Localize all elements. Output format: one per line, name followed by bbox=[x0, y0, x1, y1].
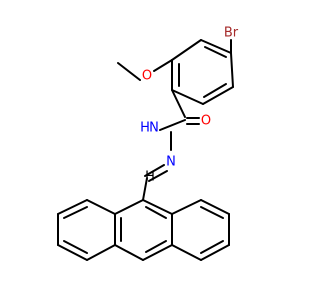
ring-bond bbox=[145, 240, 167, 253]
ring-bond bbox=[86, 199, 116, 215]
ring-bond bbox=[171, 89, 204, 105]
ring-bond bbox=[57, 244, 88, 261]
atom-label-br: Br bbox=[224, 26, 239, 41]
ring-bond bbox=[200, 39, 232, 54]
ring-bond bbox=[200, 240, 224, 254]
ring-bond bbox=[202, 86, 234, 105]
ring-bond bbox=[86, 244, 116, 261]
ring-bond bbox=[114, 244, 144, 261]
ring-bond bbox=[142, 244, 173, 261]
ring-bond bbox=[200, 244, 230, 261]
ch-anthracene-bond bbox=[142, 177, 148, 201]
ring-bond bbox=[203, 83, 227, 98]
c-o-bond bbox=[153, 59, 173, 72]
ring-bond bbox=[171, 244, 202, 261]
imine-double-bond bbox=[148, 170, 168, 182]
atom-label-o-carbonyl: O bbox=[201, 114, 211, 129]
ring-bond bbox=[171, 39, 202, 61]
atom-label-o-methoxy: O bbox=[142, 69, 152, 84]
ring-bond bbox=[204, 46, 227, 58]
ring-bond bbox=[145, 206, 167, 219]
ring-bond bbox=[114, 199, 144, 215]
atom-label-layer: Br O O H N N H bbox=[140, 26, 239, 185]
ring-bond bbox=[200, 199, 230, 215]
molecule-structure: Br O O H N N H bbox=[57, 26, 239, 261]
imine-double-bond bbox=[144, 164, 165, 177]
c-n-bond bbox=[159, 119, 186, 131]
ring-bond bbox=[63, 240, 88, 254]
ring-bond bbox=[57, 199, 88, 215]
ring-bond bbox=[171, 199, 202, 215]
ring-carbonyl-bond bbox=[171, 89, 186, 118]
atom-label-h-amide: H bbox=[140, 121, 150, 136]
ring-bond bbox=[63, 206, 88, 219]
atom-label-h-imine: H bbox=[145, 170, 155, 185]
atom-label-n-imine: N bbox=[166, 155, 176, 170]
ring-bond bbox=[200, 206, 224, 219]
o-ch3-bond bbox=[117, 62, 141, 81]
ring-bond bbox=[230, 52, 234, 88]
atom-label-n-amide: N bbox=[149, 121, 159, 136]
bond-layer bbox=[57, 39, 234, 261]
ring-bond bbox=[142, 199, 173, 215]
